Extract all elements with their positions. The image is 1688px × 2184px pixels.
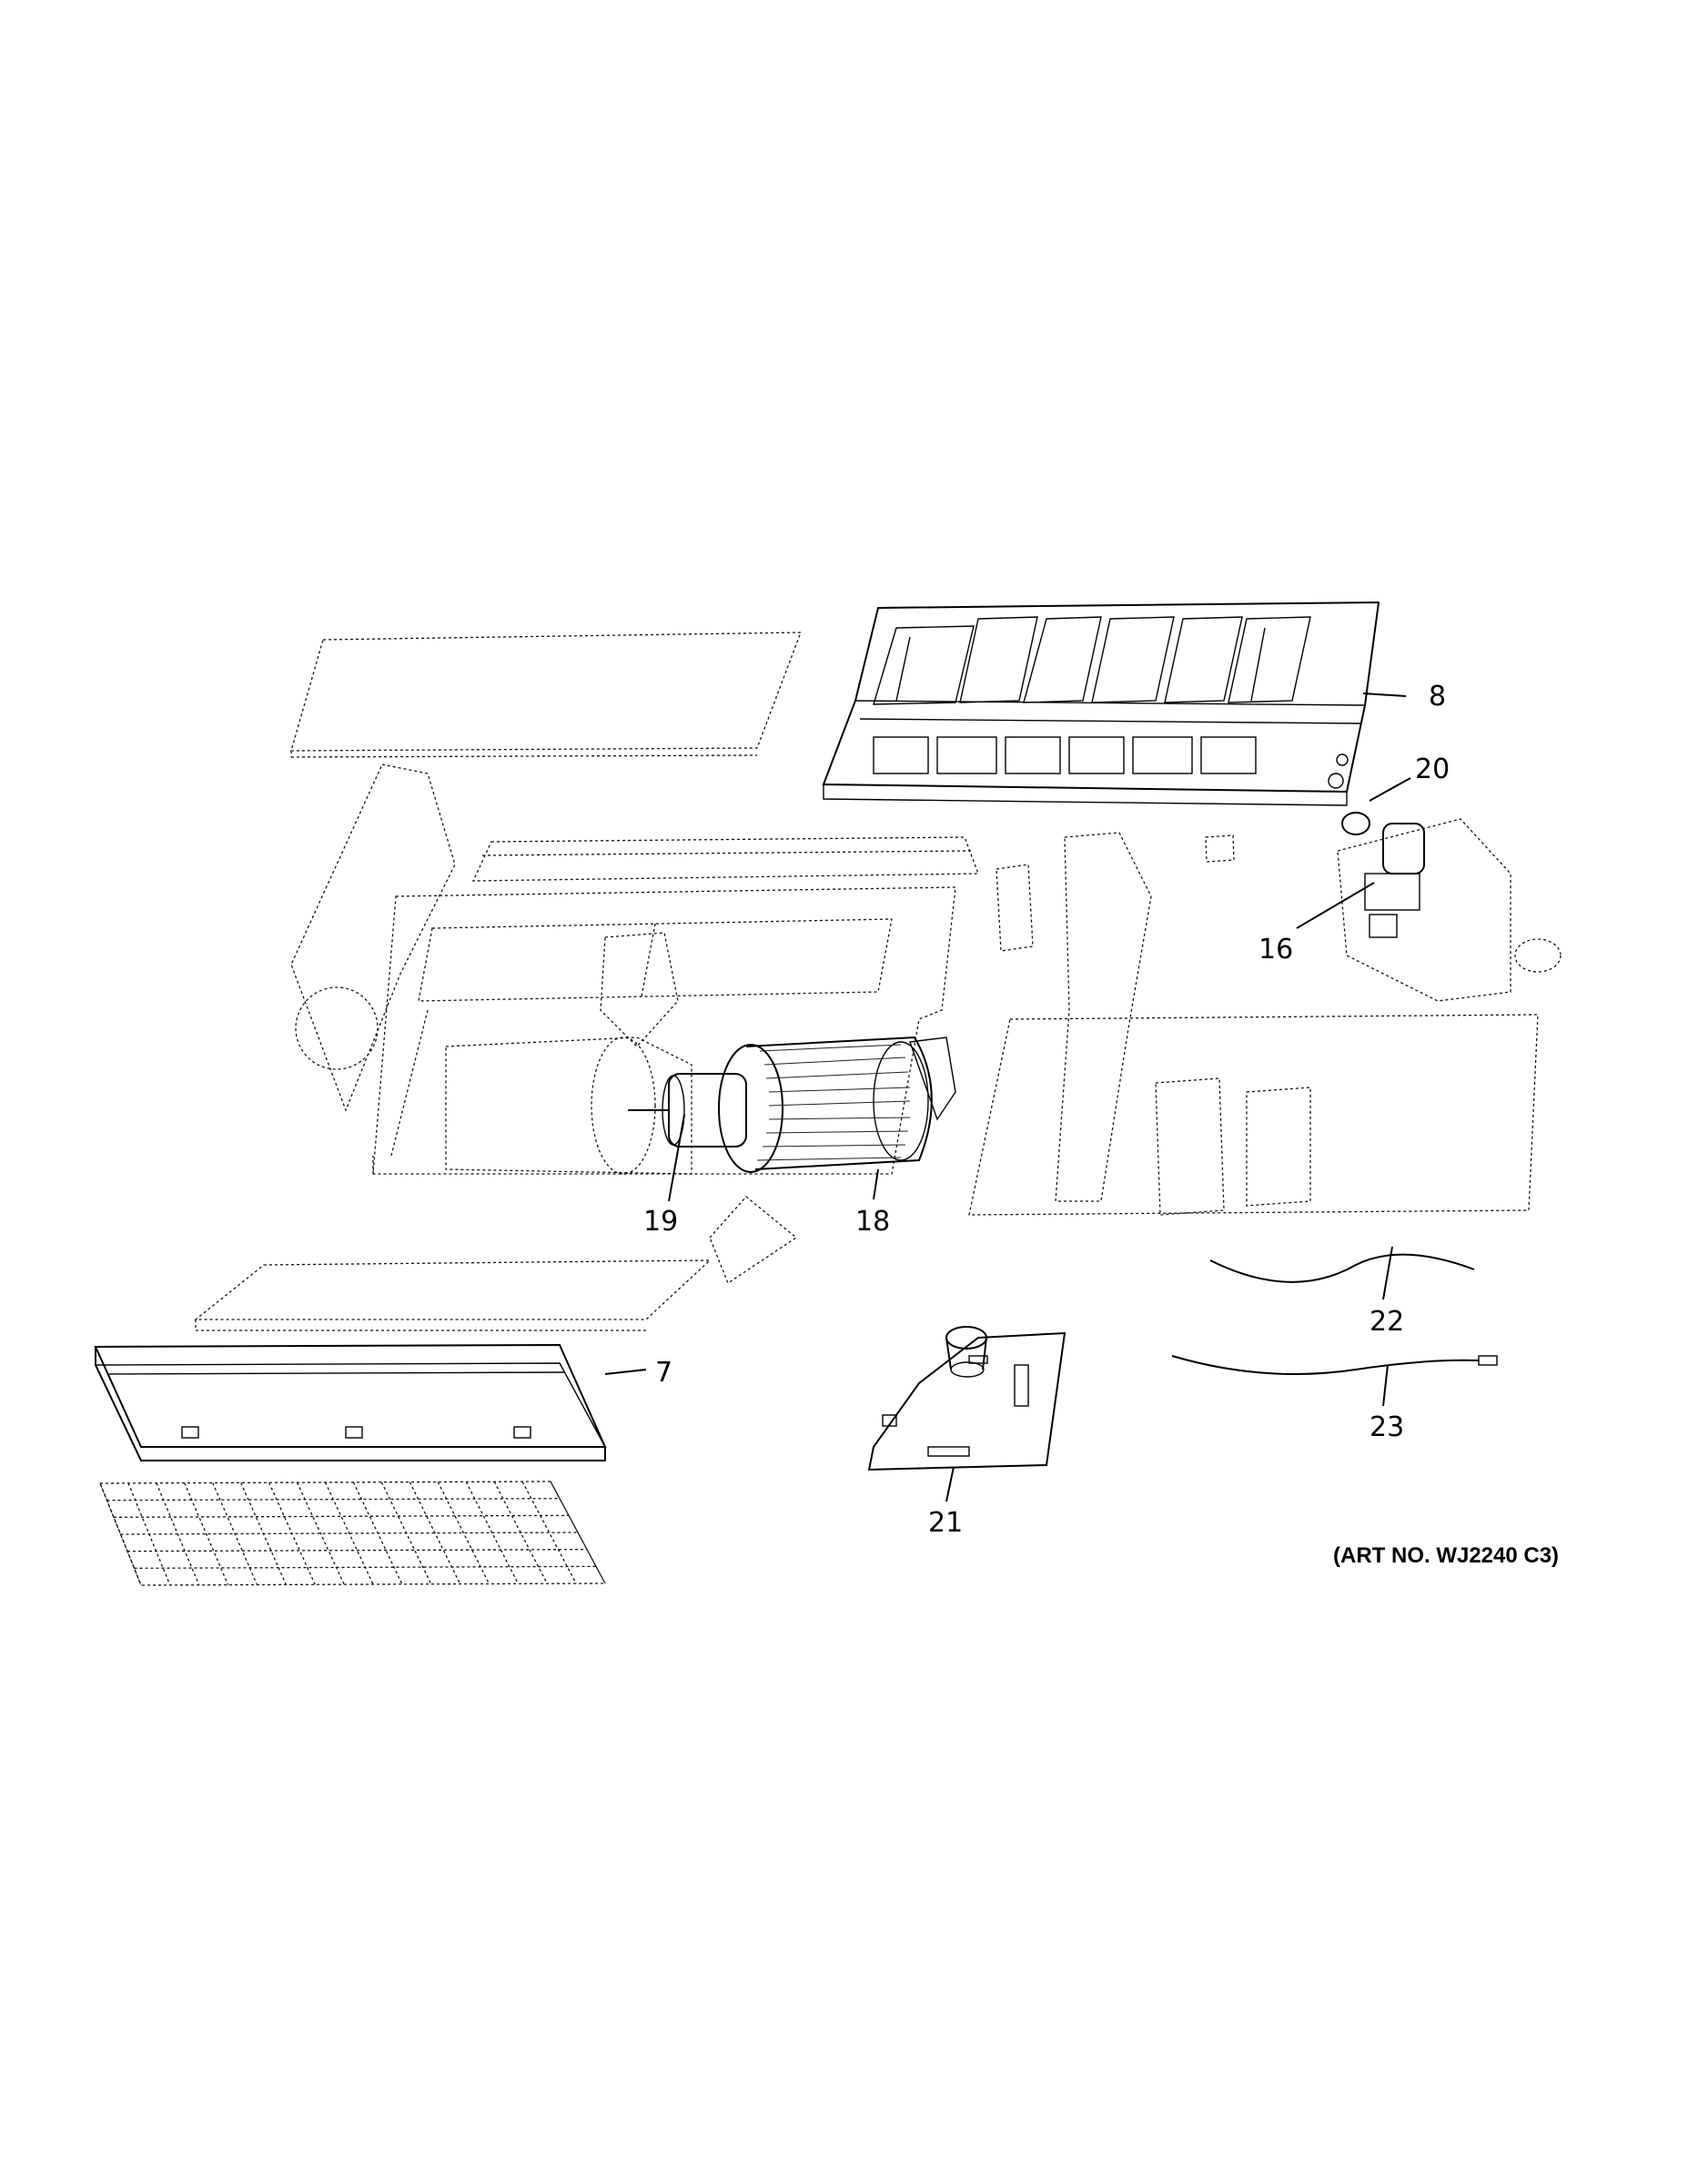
callout-16: 16 bbox=[1258, 934, 1293, 966]
top-cover-panel bbox=[290, 632, 802, 758]
louver-frame-part-8 bbox=[822, 601, 1380, 806]
mesh-line bbox=[126, 1549, 588, 1552]
sensor-tip-icon bbox=[1478, 1355, 1498, 1366]
mesh-filter bbox=[99, 1481, 607, 1586]
callout-7: 7 bbox=[655, 1357, 672, 1389]
callout-18: 18 bbox=[855, 1206, 890, 1238]
filter-pad bbox=[194, 1196, 798, 1331]
callout-8: 8 bbox=[1429, 681, 1446, 713]
mesh-line bbox=[184, 1482, 229, 1585]
thermostat-part-16 bbox=[1382, 823, 1425, 875]
mesh-line bbox=[296, 1481, 345, 1585]
sensor-wire-part-22 bbox=[1209, 1253, 1475, 1283]
leader-lines bbox=[604, 693, 1411, 1502]
capillary-bulb-part-20 bbox=[1341, 812, 1370, 835]
callout-20: 20 bbox=[1415, 753, 1450, 785]
mesh-line bbox=[324, 1481, 374, 1585]
art-number: (ART NO. WJ2240 C3) bbox=[1333, 1543, 1559, 1568]
blower-wheel-part-18 bbox=[718, 1036, 956, 1173]
callout-23: 23 bbox=[1370, 1411, 1404, 1443]
main-housing bbox=[290, 763, 979, 1175]
callout-22: 22 bbox=[1370, 1306, 1404, 1338]
thermostat-assembly bbox=[1337, 812, 1562, 1002]
mesh-line bbox=[212, 1482, 258, 1585]
callout-21: 21 bbox=[928, 1507, 963, 1539]
control-box-housing bbox=[968, 832, 1539, 1216]
inlet-frame-part-7 bbox=[94, 1343, 607, 1461]
mesh-line bbox=[113, 1514, 570, 1518]
mesh-line bbox=[106, 1498, 561, 1502]
blower-motor-part-19 bbox=[628, 1073, 747, 1148]
callout-19: 19 bbox=[643, 1206, 678, 1238]
sensor-wire-part-23 bbox=[1171, 1355, 1480, 1375]
control-board-part-21 bbox=[867, 1326, 1066, 1471]
mesh-line bbox=[134, 1565, 597, 1569]
